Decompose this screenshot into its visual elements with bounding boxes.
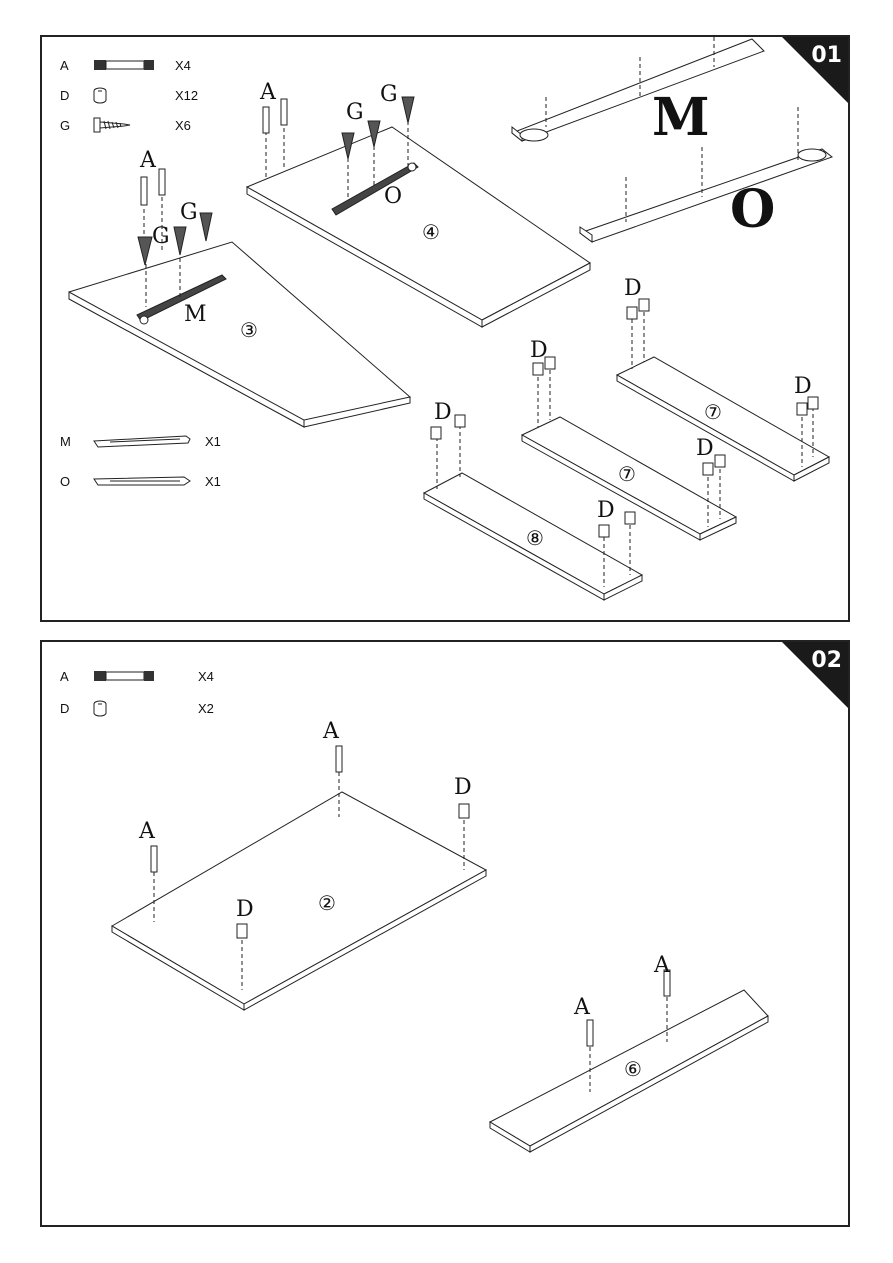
legend-row-d: D X2	[60, 698, 214, 718]
step-number: 01	[811, 43, 842, 68]
step-02-drawing: A A A A D D ② ⑥	[111, 719, 769, 1153]
callout-a-left: A	[139, 148, 157, 173]
step-badge	[778, 642, 848, 712]
legend-qty: X12	[175, 87, 199, 103]
callout-o: O	[384, 184, 402, 209]
legend-row-d: D X12	[60, 85, 198, 105]
rail-qty: X1	[205, 433, 221, 449]
step-02-panel: 02 A X4 D X2	[40, 640, 850, 1227]
rail-m-icon	[93, 435, 191, 448]
cam-dowel-icon	[94, 60, 154, 70]
panel-6-board	[488, 989, 769, 1153]
cam-lock-d-parts	[236, 803, 470, 939]
callout-g-1: G	[180, 200, 198, 225]
panel-number-3: ③	[240, 318, 258, 342]
panel-number-7a: ⑦	[704, 400, 722, 424]
guide-lines	[153, 772, 668, 1092]
big-label-o: O	[730, 179, 775, 240]
cam-lock-icon	[93, 700, 107, 717]
screw-icon	[93, 117, 131, 133]
legend-qty: X2	[198, 700, 214, 716]
callout-a-1: A	[322, 719, 340, 744]
legend-letter: A	[60, 668, 69, 684]
rail-letter: M	[60, 433, 71, 449]
big-label-m: M	[652, 87, 710, 148]
legend-qty: X4	[198, 668, 214, 684]
panel-number-4: ④	[422, 220, 440, 244]
cam-lock-icon	[93, 87, 107, 104]
callout-a-2: A	[138, 819, 156, 844]
rail-o-detail	[578, 148, 834, 243]
callout-g-4: G	[380, 82, 398, 107]
panel-number-2: ②	[318, 891, 336, 915]
callout-d-1: D	[454, 775, 472, 800]
panel-2-board	[111, 791, 488, 1011]
rail-o-mounted	[331, 162, 419, 216]
cam-dowel-icon	[94, 671, 154, 681]
panel-7-top-board	[615, 356, 831, 482]
legend-letter: G	[60, 117, 71, 133]
callout-g-3: G	[346, 100, 364, 125]
panel-number-8: ⑧	[526, 526, 544, 550]
rail-m-mounted	[136, 274, 227, 325]
screw-g-parts	[137, 96, 415, 266]
dowel-a-parts	[140, 98, 288, 206]
rail-letter: O	[60, 473, 71, 489]
dowel-a-parts	[150, 745, 671, 1047]
callout-d-3: D	[530, 338, 548, 363]
step-badge	[778, 37, 848, 107]
legend-letter: D	[60, 87, 70, 103]
callout-d-5: D	[434, 400, 452, 425]
callout-a-right: A	[259, 80, 277, 105]
callout-d-2: D	[794, 374, 812, 399]
rail-o-icon	[93, 476, 191, 486]
callout-d-1: D	[624, 276, 642, 301]
panel-number-7b: ⑦	[618, 462, 636, 486]
step-number: 02	[811, 648, 842, 673]
legend-row-a: A X4	[60, 55, 191, 75]
panel-4-board	[245, 126, 591, 328]
callout-g-2: G	[152, 224, 170, 249]
panel-number-6: ⑥	[624, 1057, 642, 1081]
rail-legend-m: M X1	[60, 431, 221, 451]
callout-d-6: D	[597, 498, 615, 523]
rail-m-detail	[511, 38, 765, 143]
callout-d-4: D	[696, 436, 714, 461]
callout-d-2: D	[236, 897, 254, 922]
panel-3-board	[68, 241, 412, 428]
legend-letter: A	[60, 57, 69, 73]
legend-letter: D	[60, 700, 70, 716]
legend-row-g: G X6	[60, 115, 191, 135]
legend-qty: X4	[175, 57, 191, 73]
callout-m: M	[184, 302, 207, 327]
legend-row-a: A X4	[60, 666, 214, 686]
cam-lock-d-parts	[430, 298, 819, 538]
step-01-drawing: A A G G G G M O D D D D D D M O ③ ④ ⑦ ⑦ …	[68, 37, 834, 601]
panel-7-middle-board	[520, 416, 738, 541]
callout-a-4: A	[653, 953, 671, 978]
rail-qty: X1	[205, 473, 221, 489]
step-01-panel: 01 A X4 D X12 G X6	[40, 35, 850, 622]
legend-qty: X6	[175, 117, 191, 133]
panel-8-board	[422, 472, 644, 601]
callout-a-3: A	[573, 995, 591, 1020]
rail-legend-o: O X1	[60, 471, 221, 491]
